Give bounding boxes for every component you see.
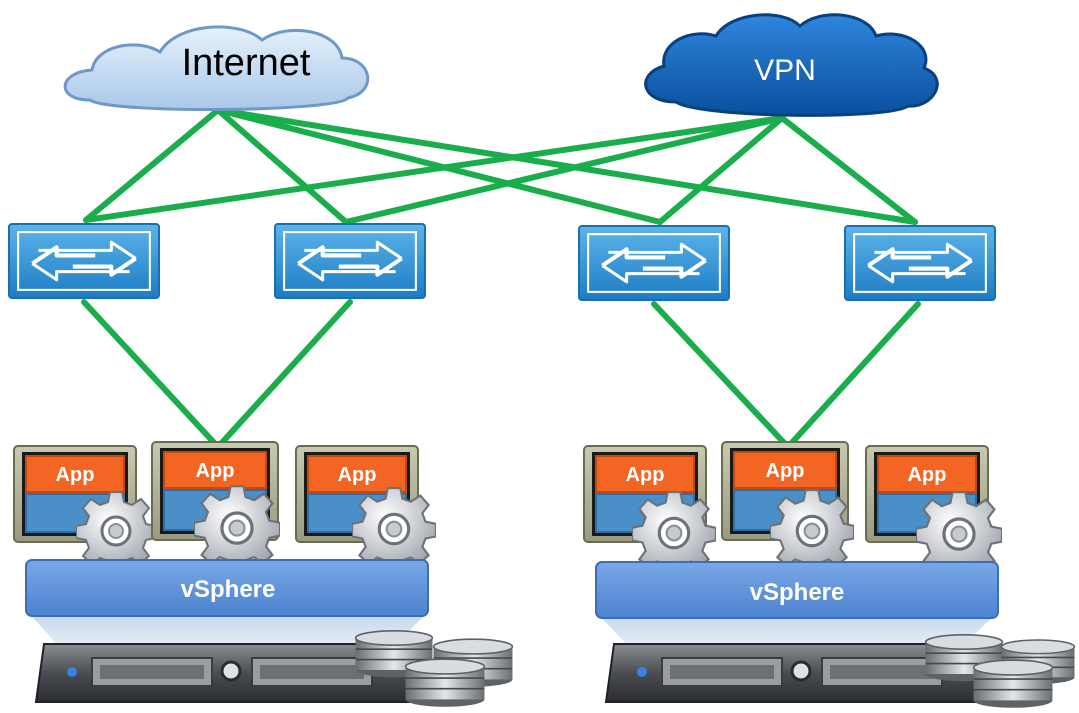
vm-card: App (865, 445, 1002, 576)
switch-icon (275, 224, 425, 298)
link-internet-switch-4 (215, 107, 918, 225)
vm-card: App (583, 445, 716, 574)
gear-icon (194, 484, 280, 570)
hypervisor-bar: vSphere (595, 561, 999, 619)
switch-4 (845, 226, 995, 300)
vm-card: App (151, 441, 280, 570)
hypervisor-projection (596, 612, 998, 650)
gear-icon (76, 490, 156, 570)
link-switch-2-host-1 (215, 299, 353, 450)
switch-icon (845, 226, 995, 300)
gear-icon (352, 486, 436, 570)
hypervisor-label: vSphere (181, 576, 276, 603)
network-links (81, 107, 921, 450)
host-1: App App App vSphere (13, 441, 514, 708)
link-vpn-switch-2 (343, 115, 785, 225)
vm-card: App (295, 445, 436, 570)
cloud-icon (63, 25, 369, 112)
switch-3 (579, 226, 729, 300)
app-label: App (626, 464, 665, 486)
app-label: App (766, 460, 805, 482)
link-switch-3-host-2 (651, 301, 791, 450)
switch-1 (9, 224, 159, 298)
switch-icon (9, 224, 159, 298)
internet-cloud: Internet (63, 25, 369, 112)
link-vpn-switch-3 (657, 115, 785, 225)
vpn-cloud: VPN (644, 13, 939, 117)
link-switch-4-host-2 (785, 301, 921, 450)
hypervisor-label: vSphere (750, 579, 845, 606)
app-label: App (338, 464, 377, 486)
app-label: App (196, 460, 235, 482)
hypervisor-projection (28, 612, 428, 650)
link-internet-switch-1 (83, 107, 221, 223)
internet-label: Internet (182, 42, 311, 84)
switch-icon (579, 226, 729, 300)
cloud-icon (644, 13, 939, 117)
link-vpn-switch-1 (83, 115, 785, 223)
vm-card: App (721, 441, 854, 572)
link-vpn-switch-4 (779, 115, 918, 225)
switch-2 (275, 224, 425, 298)
link-switch-1-host-1 (81, 299, 221, 450)
vm-card: App (13, 445, 156, 570)
link-internet-switch-2 (215, 107, 349, 225)
host-2: App App App vSphere (583, 441, 1076, 709)
app-label: App (908, 464, 947, 486)
vpn-label: VPN (754, 54, 816, 87)
app-label: App (56, 464, 95, 486)
rack-server-icon (604, 642, 984, 704)
hypervisor-bar: vSphere (25, 559, 429, 617)
gear-icon (770, 488, 854, 572)
